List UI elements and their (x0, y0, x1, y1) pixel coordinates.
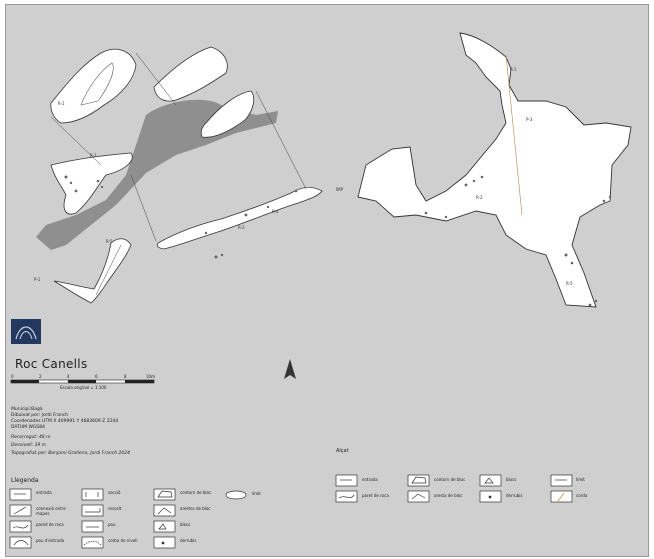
connection-line (95, 244, 122, 296)
club-logo (11, 319, 41, 344)
plan-branch-lower (53, 238, 132, 304)
info-datum: DATUM WGS84 (11, 425, 45, 430)
plan-view: R-1 R-2 R-3 R-4 R-5 P-1 (34, 46, 323, 304)
station-label: R-1 (510, 67, 517, 72)
rope-line (505, 54, 523, 216)
plan-shadow (36, 99, 278, 250)
plan-chamber-right (153, 46, 228, 102)
legend-item: contorn de bloc (180, 490, 212, 495)
station-label: R-4 (272, 209, 279, 214)
section-debris (424, 175, 612, 307)
scale-tick: 4 (67, 374, 70, 379)
station-label: R-2 (90, 153, 97, 158)
section-legend-item: entrada (362, 477, 378, 482)
scale-tick: 2 (39, 374, 42, 379)
info-drawn-by: Dibuixat per: Jordi Franch (11, 413, 69, 418)
plan-gallery (200, 90, 255, 138)
scale-bar (10, 379, 155, 384)
section-legend-heading: Alçat (336, 448, 349, 454)
station-label: R-3 (238, 225, 245, 230)
section-legend-item: contorn de bloc (434, 477, 466, 482)
map-canvas: R-1 R-2 R-3 R-4 R-5 P-1 R-1 P-3 R- (5, 4, 649, 557)
section-legend-item: derrubis (506, 493, 523, 498)
plan-passage-middle (50, 152, 133, 215)
station-label: R-2 (476, 195, 483, 200)
legend-item: blocs (180, 522, 191, 527)
plan-inner-block (80, 62, 114, 106)
section-legend-item: límit (576, 477, 585, 482)
legend-item: connexió entre mapes (36, 506, 66, 516)
legend-item: pared de roca (36, 522, 64, 527)
section-view: R-1 P-3 R-2 R-5 IMP (336, 32, 632, 308)
legend-item: pou (108, 522, 116, 527)
legend-heading: Llegenda (11, 477, 39, 484)
legend-item: ressalt (108, 506, 122, 511)
scale-tick: 10m (146, 374, 155, 379)
legend-item: corba de nivell (108, 538, 138, 543)
scale-tick: 6 (95, 374, 98, 379)
connection-line (50, 116, 102, 166)
station-label: R-5 (566, 281, 573, 286)
info-surveyed-by: Topografiat per: Benjamí Grañena, Jordi … (11, 451, 130, 456)
section-profile (357, 32, 632, 308)
legend-item: límit (252, 491, 261, 496)
scale-caption: Escala original = 1:100 (60, 385, 107, 390)
scale-tick: 8 (124, 374, 127, 379)
legend-symbols (9, 474, 573, 549)
legend-item: secció (108, 490, 121, 495)
legend-item: entrada (36, 490, 52, 495)
connection-line (255, 90, 307, 190)
info-municipality: Municipi:Bagà (11, 407, 43, 412)
north-arrow (284, 359, 296, 379)
station-label: IMP (336, 187, 344, 192)
section-legend-item: blocs (506, 477, 517, 482)
cave-drawing: R-1 R-2 R-3 R-4 R-5 P-1 R-1 P-3 R- (9, 32, 632, 549)
section-legend-item: paret de roca (362, 493, 389, 498)
info-coordinates: Coordenades UTM X 409991 Y 4683609 Z 224… (11, 419, 119, 424)
scale-tick: 0 (11, 374, 14, 379)
connection-line (135, 52, 177, 106)
station-label: R-5 (106, 239, 113, 244)
station-label: R-1 (58, 101, 65, 106)
map-title: Roc Canells (15, 357, 88, 371)
plan-debris (64, 175, 298, 259)
legend-item: pou d'entrada (36, 538, 65, 543)
legend-item: derrubis (180, 538, 197, 543)
info-depth: Desnivell: 39 m (11, 443, 47, 448)
station-label: P-3 (526, 117, 533, 122)
connection-line (130, 174, 157, 242)
plan-gallery-lower (156, 187, 323, 250)
station-label: P-1 (34, 277, 41, 282)
plan-chamber-upper (50, 48, 137, 124)
info-length: Recorregut: 48 m (11, 435, 51, 440)
section-legend-item: aresta de bloc (434, 493, 463, 498)
section-legend-item: corda (576, 493, 588, 498)
legend-item: arestes de bloc (180, 506, 211, 511)
